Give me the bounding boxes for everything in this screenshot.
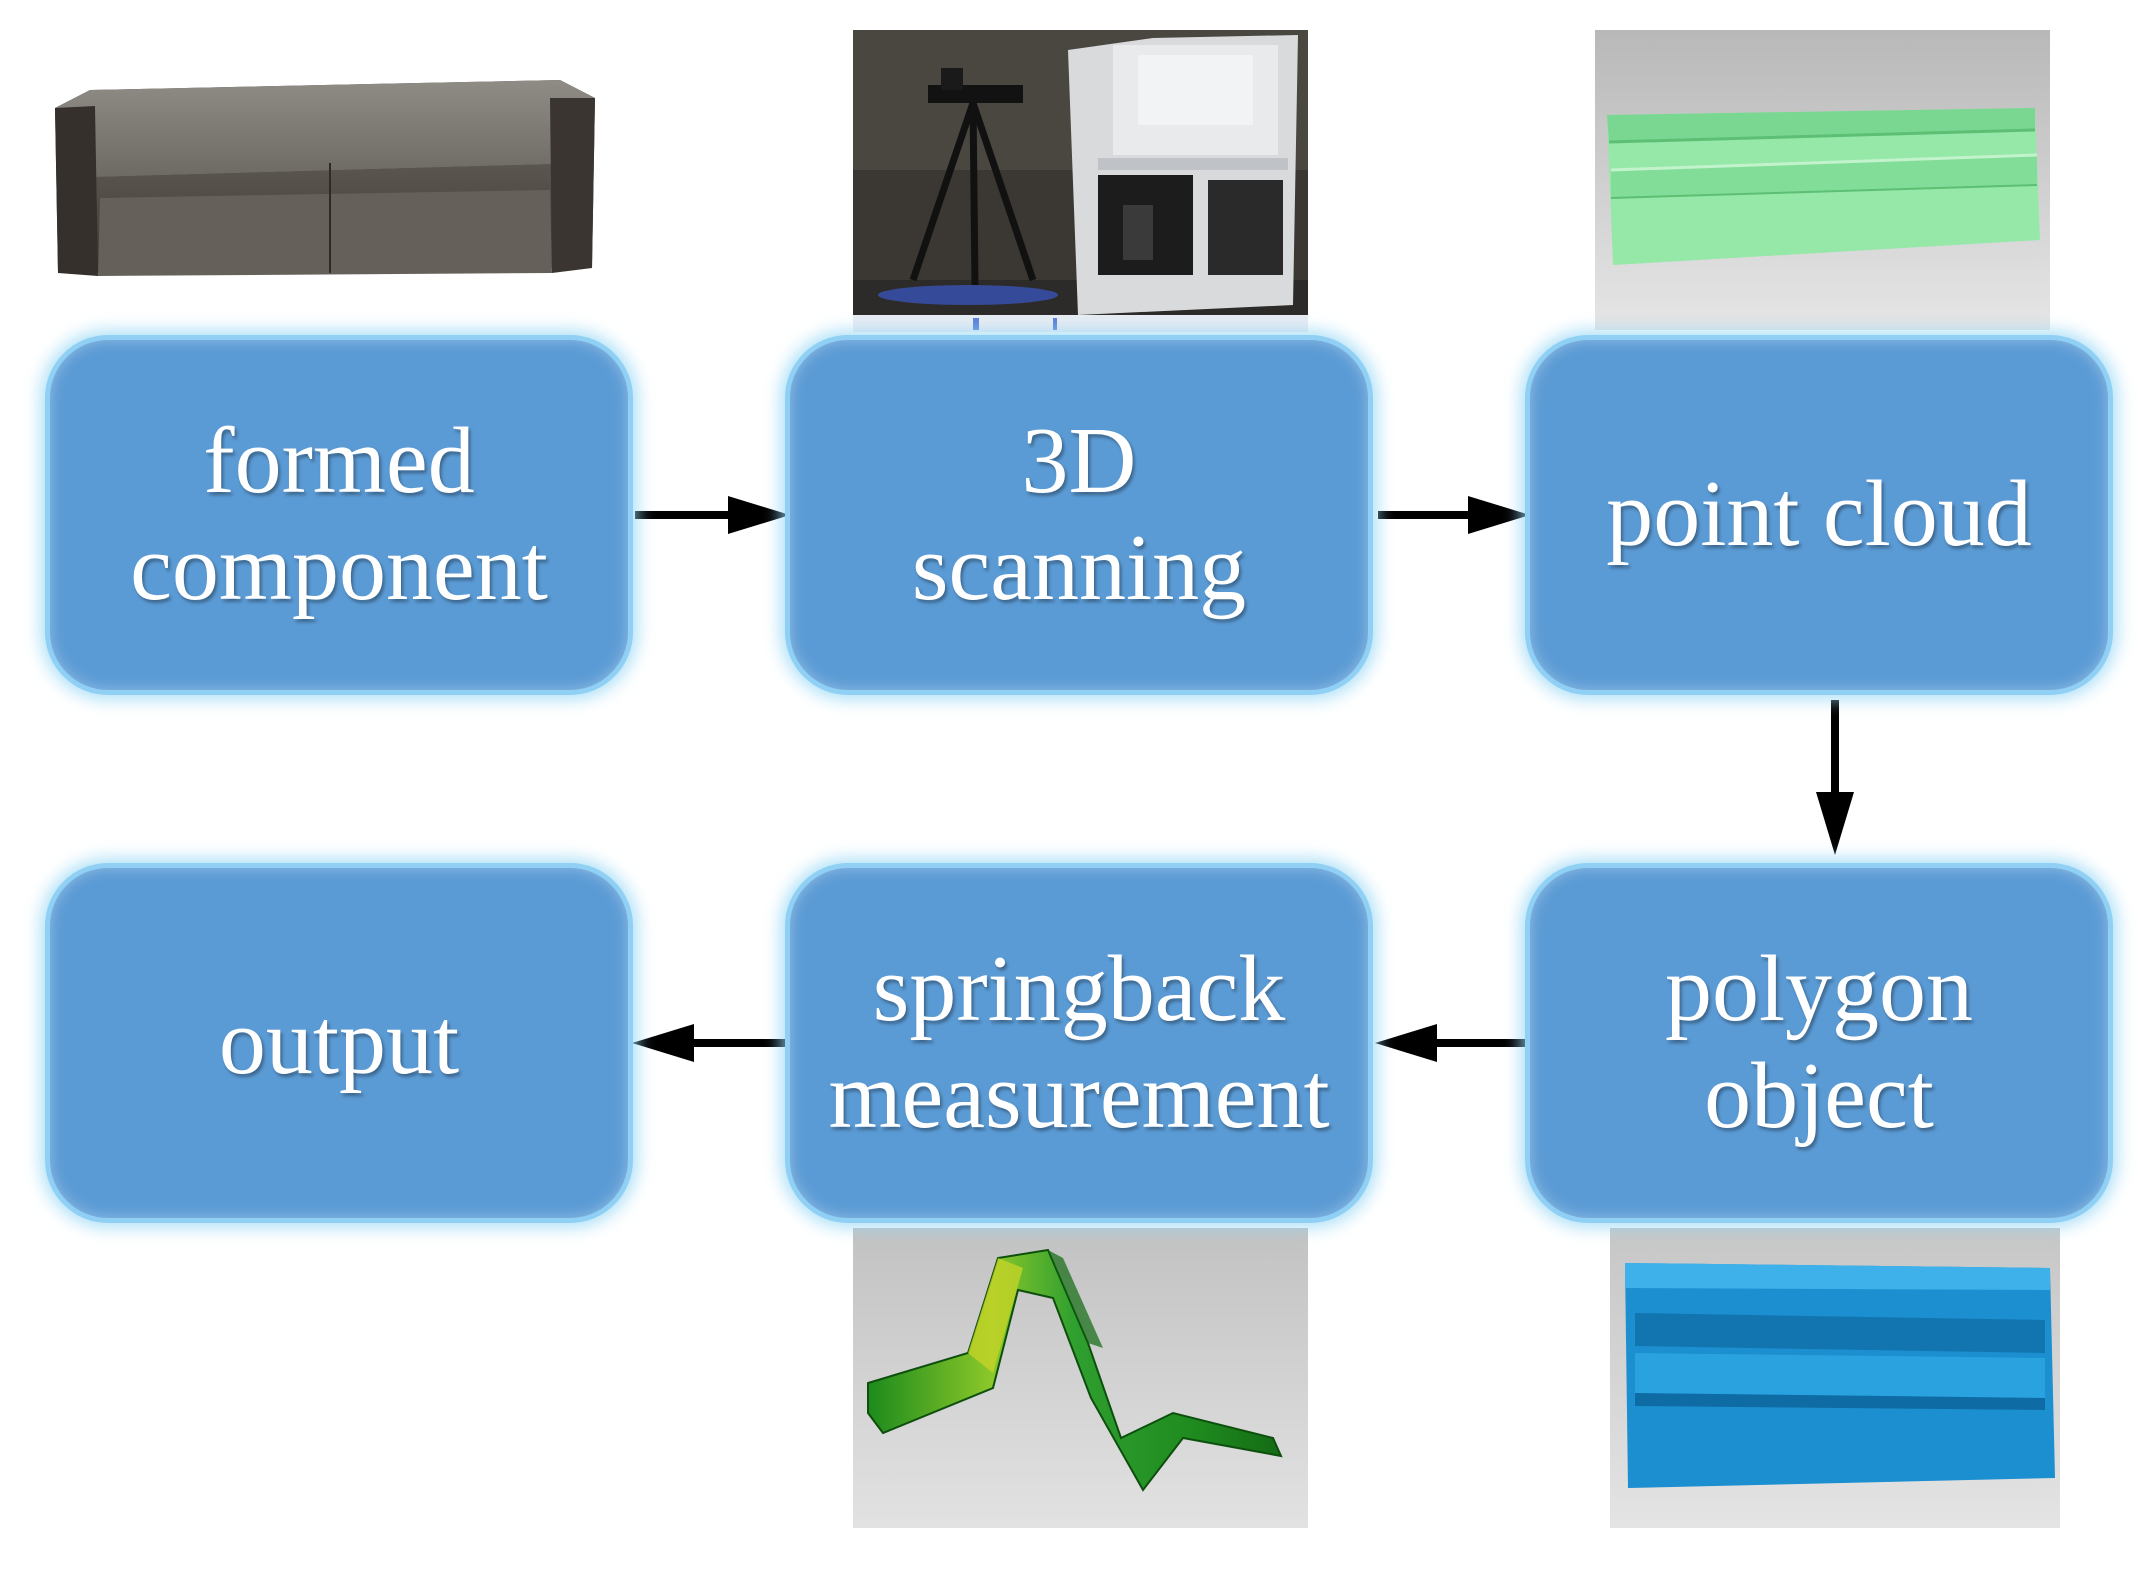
step-polygon-object-label: polygon object — [1664, 936, 1974, 1148]
step-output: output — [50, 868, 628, 1218]
arrow-component-to-scanning — [635, 496, 790, 534]
step-output-label: output — [218, 990, 460, 1095]
arrow-springback-to-output — [632, 1024, 785, 1062]
arrow-scanning-to-pointcloud — [1378, 496, 1530, 534]
arrow-polygon-to-springback — [1375, 1024, 1525, 1062]
step-3d-scanning-label: 3D scanning — [911, 408, 1247, 620]
step-point-cloud: point cloud — [1530, 340, 2108, 690]
step-formed-component-label: formed component — [130, 408, 548, 620]
step-springback-measurement-label: springback measurement — [828, 936, 1330, 1148]
springback-color-map — [853, 1228, 1308, 1528]
point-cloud-image — [1595, 30, 2050, 330]
step-3d-scanning: 3D scanning — [790, 340, 1368, 690]
polygon-object-image — [1610, 1228, 2060, 1528]
step-point-cloud-label: point cloud — [1606, 462, 2032, 567]
arrow-pointcloud-to-polygon — [1816, 700, 1854, 855]
formed-component-photo — [55, 80, 595, 276]
step-formed-component: formed component — [50, 340, 628, 690]
scanner-photo — [853, 30, 1308, 332]
step-polygon-object: polygon object — [1530, 868, 2108, 1218]
step-springback-measurement: springback measurement — [790, 868, 1368, 1218]
